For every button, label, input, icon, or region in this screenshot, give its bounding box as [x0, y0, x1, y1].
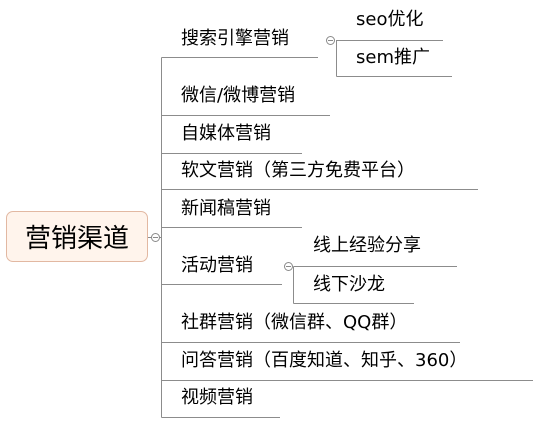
- branch-wechat-weibo[interactable]: 微信/微博营销: [181, 86, 295, 106]
- child-online-sharing[interactable]: 线上经验分享: [313, 236, 421, 256]
- child-seo[interactable]: seo优化: [356, 10, 423, 30]
- branch-label: 活动营销: [181, 255, 253, 276]
- branch-activity-collapse-icon[interactable]: [284, 262, 293, 271]
- branch-self-media[interactable]: 自媒体营销: [181, 124, 271, 144]
- branch-soft-article[interactable]: 软文营销（第三方免费平台）: [181, 161, 415, 181]
- branch-press-release[interactable]: 新闻稿营销: [181, 199, 271, 219]
- root-collapse-icon[interactable]: [151, 233, 160, 242]
- branch-label: 新闻稿营销: [181, 198, 271, 219]
- branch-activity[interactable]: 活动营销: [181, 256, 253, 276]
- branch-label: 自媒体营销: [181, 123, 271, 144]
- child-label: seo优化: [356, 9, 424, 30]
- child-label: 线下沙龙: [313, 274, 385, 295]
- branch-video[interactable]: 视频营销: [181, 388, 253, 408]
- child-label: sem推广: [356, 47, 430, 68]
- branch-community[interactable]: 社群营销（微信群、QQ群）: [181, 313, 407, 333]
- branch-label: 视频营销: [181, 387, 253, 408]
- branch-label: 搜索引擎营销: [181, 28, 289, 49]
- root-node-label: 营销渠道: [24, 224, 129, 254]
- branch-qa[interactable]: 问答营销（百度知道、知乎、360）: [181, 351, 467, 371]
- branch-search-engine[interactable]: 搜索引擎营销: [181, 29, 289, 49]
- branch-label: 问答营销（百度知道、知乎、360）: [181, 350, 468, 371]
- child-sem[interactable]: sem推广: [356, 48, 430, 68]
- branch-search-engine-collapse-icon[interactable]: [326, 36, 335, 45]
- branch-label: 微信/微博营销: [181, 85, 296, 106]
- child-offline-salon[interactable]: 线下沙龙: [313, 275, 385, 295]
- child-label: 线上经验分享: [313, 235, 421, 256]
- root-node[interactable]: 营销渠道: [6, 211, 148, 262]
- branch-label: 软文营销（第三方免费平台）: [181, 160, 415, 181]
- branch-label: 社群营销（微信群、QQ群）: [181, 312, 408, 333]
